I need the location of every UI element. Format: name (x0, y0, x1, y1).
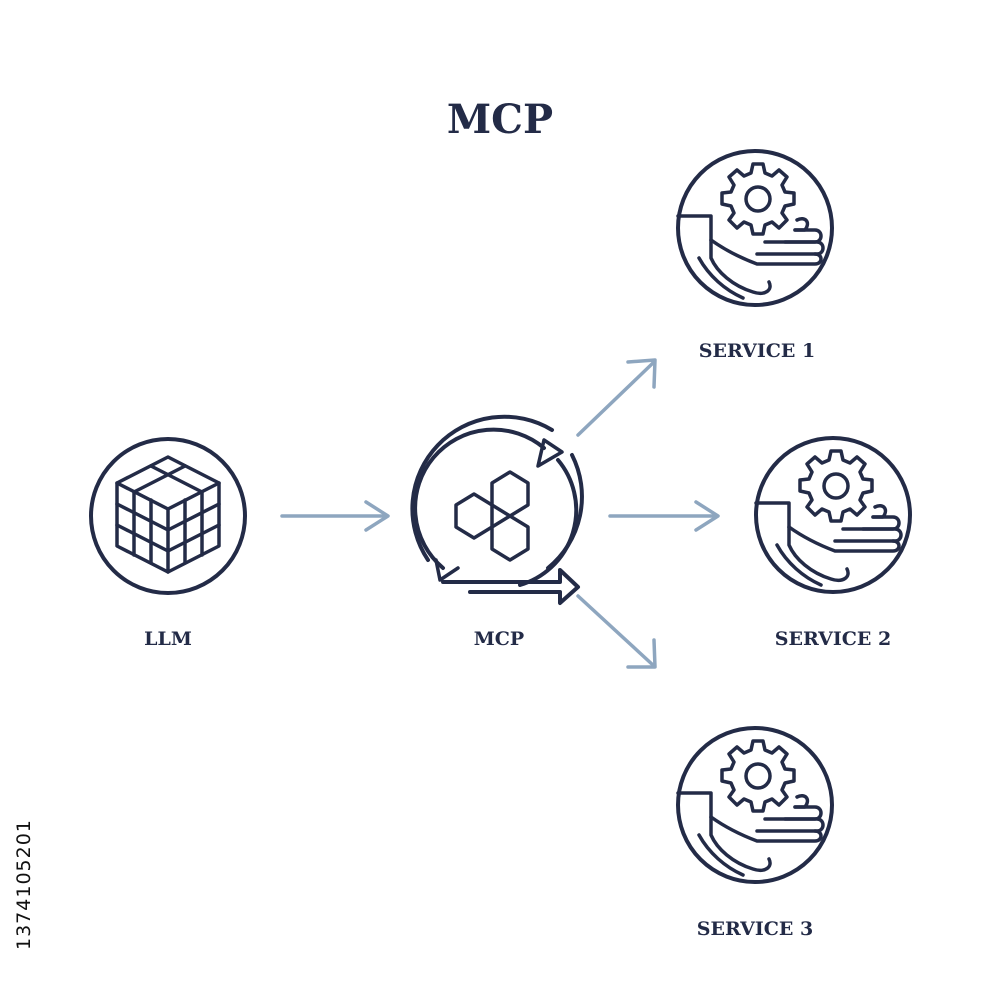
cube-icon (115, 455, 221, 574)
mcp-node: MCP (410, 414, 584, 650)
llm-node: LLM (89, 437, 247, 650)
side-id: 1374105201 (13, 819, 35, 950)
edge-mcp-service-3 (576, 594, 657, 669)
service-3-node: SERVICE 3 (676, 726, 834, 940)
mcp-label: MCP (474, 628, 524, 650)
service-1-node: SERVICE 1 (676, 149, 834, 362)
gear-hand-icon (754, 436, 912, 594)
edge-llm-mcp (280, 500, 390, 532)
service-2-node: SERVICE 2 (754, 436, 912, 650)
edge-mcp-service-1 (576, 358, 657, 437)
service-1-label: SERVICE 1 (699, 340, 815, 362)
gear-hand-icon (676, 726, 834, 884)
gear-hand-icon (676, 149, 834, 307)
edge-mcp-service-2 (608, 500, 720, 532)
llm-label: LLM (144, 628, 192, 650)
service-2-label: SERVICE 2 (775, 628, 891, 650)
hexagon-cycle-icon (410, 414, 584, 605)
diagram-title: MCP (447, 96, 553, 143)
service-3-label: SERVICE 3 (697, 918, 813, 940)
